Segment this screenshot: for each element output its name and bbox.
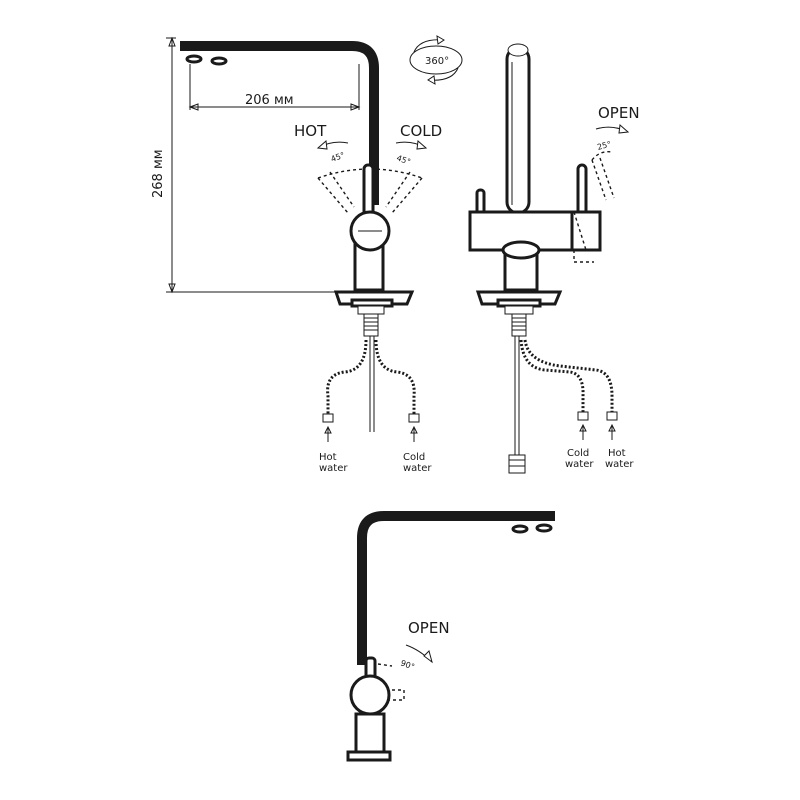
bottom-base — [346, 750, 392, 762]
front-cold-hose — [519, 339, 585, 414]
front-inlet-cold-line1: Cold — [567, 448, 589, 459]
front-spout — [505, 46, 531, 215]
bottom-spout — [357, 511, 555, 665]
front-open-label: OPEN — [598, 104, 640, 122]
side-mounting-stud — [363, 313, 379, 337]
front-inlet-hot-line1: Hot — [608, 448, 626, 459]
hot-label: HOT — [294, 122, 327, 140]
cold-label: COLD — [400, 122, 442, 140]
side-inlet-cold-line2: water — [403, 463, 432, 474]
hot-angle-label: 45° — [330, 151, 346, 164]
side-nozzle-left — [185, 54, 203, 64]
front-open-angle-label: 25° — [596, 140, 612, 152]
reach-dimension-label: 206 мм — [245, 93, 294, 108]
cold-angle-label: 45° — [395, 153, 411, 166]
side-inlet-cold-line1: Cold — [403, 452, 425, 463]
bottom-body — [354, 712, 386, 758]
front-filter-connector — [508, 454, 526, 474]
height-dimension-label: 268 мм — [151, 149, 166, 198]
front-view: OPEN 25° Cold wate — [468, 43, 640, 474]
front-hot-hose — [523, 339, 614, 414]
side-inlet-hot-line2: water — [319, 463, 348, 474]
front-mounting-stud — [511, 313, 527, 337]
bottom-nozzle-left — [511, 524, 529, 534]
side-cold-hose — [374, 339, 416, 418]
rotation-label: 360° — [425, 56, 449, 67]
bottom-open-label: OPEN — [408, 619, 450, 637]
rotation-360-icon: 360° — [409, 35, 463, 85]
side-view: 206 мм 268 мм HOT COLD 45° 45° — [151, 36, 442, 474]
bottom-view: OPEN 90° — [346, 511, 555, 762]
front-handle-lever — [576, 163, 588, 217]
side-nozzle-right — [210, 56, 228, 66]
bottom-nozzle-right — [535, 523, 553, 533]
bottom-cartridge — [349, 674, 391, 716]
bottom-open-angle-label: 90° — [399, 658, 415, 671]
side-inlet-hot-line1: Hot — [319, 452, 337, 463]
front-inlet-hot-line2: water — [605, 459, 634, 470]
side-spout — [180, 41, 379, 205]
side-handle-lever — [362, 163, 375, 217]
front-inlet-cold-line2: water — [565, 459, 594, 470]
side-hot-hose — [326, 339, 368, 418]
